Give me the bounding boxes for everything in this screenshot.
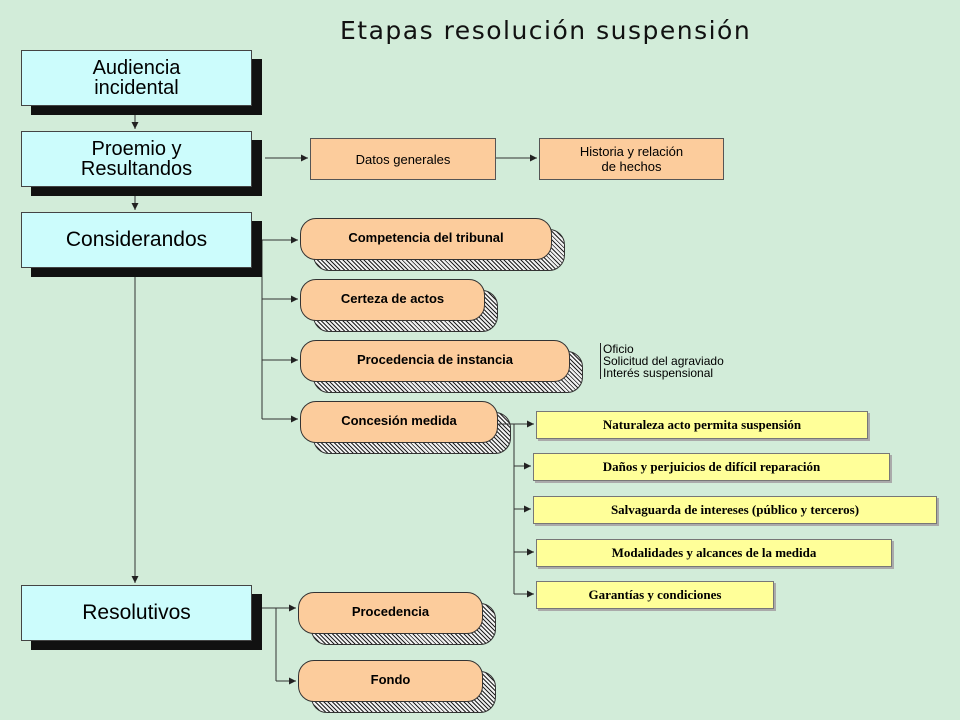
page-title: Etapas resolución suspensión (340, 16, 752, 45)
pill-label: Competencia del tribunal (348, 229, 504, 245)
criterion-label: Salvaguarda de intereses (público y terc… (610, 502, 860, 517)
pill-certeza-actos: Certeza de actos (300, 279, 498, 332)
pill-label: Certeza de actos (340, 290, 445, 306)
pill-label: Fondo (370, 671, 411, 687)
pill-label: Procedencia (351, 603, 430, 619)
box-label: Datos generales (355, 151, 451, 167)
box-label-line: de hechos (601, 159, 662, 174)
pill-procedencia: Procedencia (298, 592, 496, 645)
criterion-salvaguarda-intereses: Salvaguarda de intereses (público y terc… (533, 496, 937, 524)
criterion-modalidades-alcances: Modalidades y alcances de la medida (536, 539, 892, 567)
criterion-garantias-condiciones: Garantías y condiciones (536, 581, 774, 609)
criterion-label: Daños y perjuicios de difícil reparación (602, 459, 821, 474)
sublist-item: Oficio (603, 342, 634, 356)
procedencia-instancia-sublist: Oficio Solicitud del agraviado Interés s… (600, 343, 724, 379)
stage-label: Resolutivos (82, 601, 191, 624)
stage-resolutivos: Resolutivos (21, 585, 252, 641)
sublist-item: Interés suspensional (603, 366, 714, 380)
criterion-label: Modalidades y alcances de la medida (611, 545, 817, 560)
stage-considerandos: Considerandos (21, 212, 252, 268)
pill-label: Procedencia de instancia (356, 351, 514, 367)
box-label-line: Historia y relación (579, 144, 684, 159)
sublist-item: Solicitud del agraviado (603, 354, 724, 368)
pill-fondo: Fondo (298, 660, 496, 713)
stage-label-line: incidental (94, 77, 179, 99)
stage-label-line: Proemio y (91, 138, 182, 160)
box-datos-generales: Datos generales (310, 138, 496, 180)
pill-label: Concesión medida (341, 412, 457, 428)
pill-concesion-medida: Concesión medida (300, 401, 511, 454)
criterion-label: Garantías y condiciones (588, 587, 722, 602)
criterion-naturaleza-acto: Naturaleza acto permita suspensión (536, 411, 868, 439)
pill-procedencia-instancia: Procedencia de instancia (300, 340, 583, 393)
pill-competencia-tribunal: Competencia del tribunal (300, 218, 565, 271)
criterion-danos-perjuicios: Daños y perjuicios de difícil reparación (533, 453, 890, 481)
criterion-label: Naturaleza acto permita suspensión (602, 417, 802, 432)
stage-label: Considerandos (65, 228, 208, 251)
stage-label-line: Resultandos (80, 158, 193, 180)
stage-label-line: Audiencia (92, 57, 181, 79)
